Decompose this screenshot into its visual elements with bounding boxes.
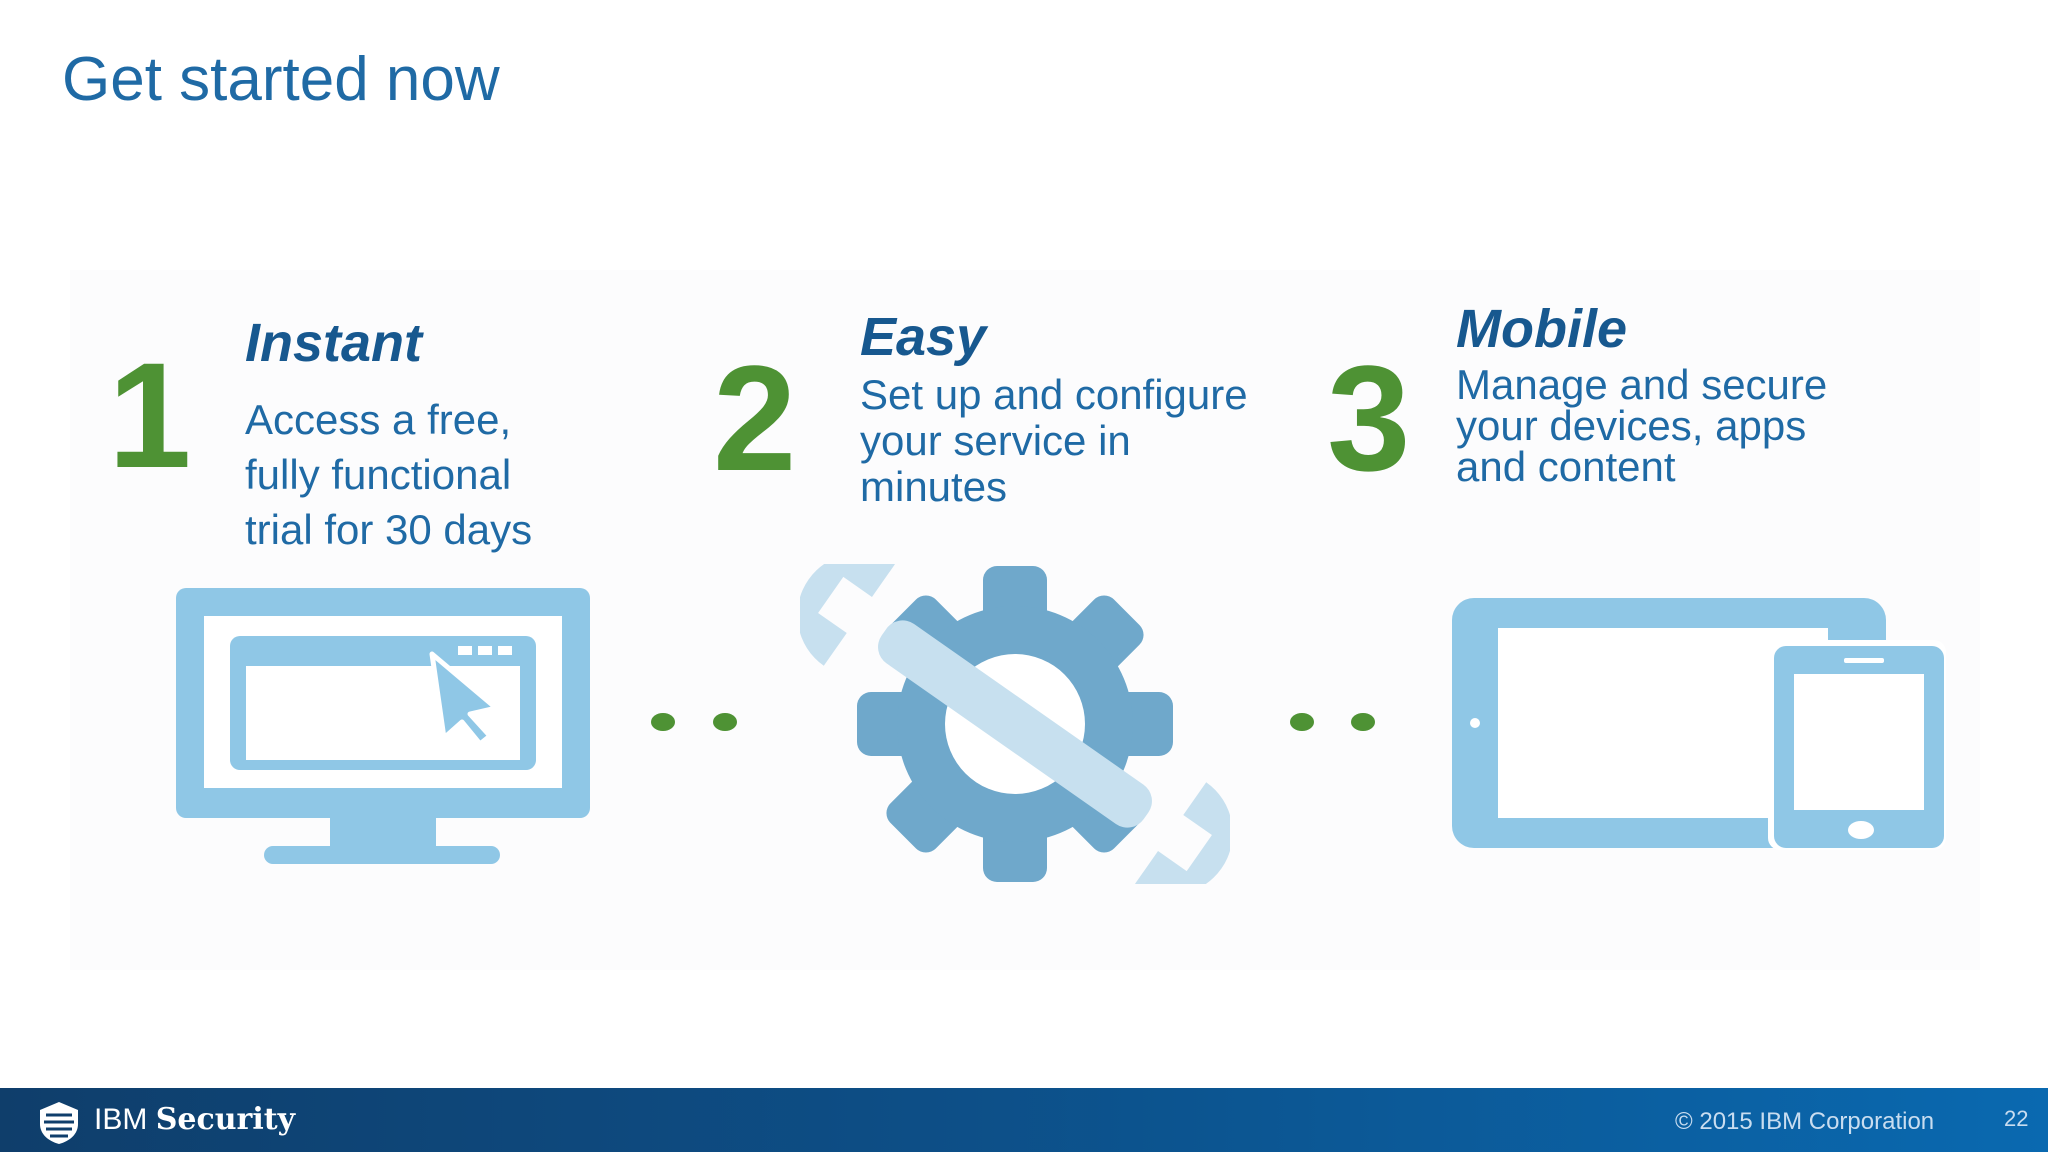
page-number: 22	[2004, 1106, 2029, 1131]
connector-dot	[651, 713, 675, 731]
step-1-number: 1	[108, 331, 192, 499]
connector-dot	[1351, 713, 1375, 731]
footer-bar: IBM Security © 2015 IBM Corporation 22	[0, 1088, 2048, 1152]
desktop-monitor-icon	[176, 588, 590, 864]
step-2-description: Set up and configure your service in min…	[860, 371, 1248, 510]
connector-dot	[1290, 713, 1314, 731]
ibm-security-logo-icon	[40, 1102, 78, 1144]
tablet-phone-icon	[1452, 598, 1946, 850]
brand-security: Security	[155, 1102, 296, 1137]
step-2-number: 2	[713, 334, 797, 502]
brand-ibm: IBM	[94, 1103, 148, 1136]
step-1-description: Access a free, fully functional trial fo…	[245, 396, 533, 553]
footer-copyright: © 2015 IBM Corporation	[1675, 1108, 1935, 1135]
step-2-title: Easy	[860, 307, 987, 367]
connector-dot	[713, 713, 737, 731]
step-1-title: Instant	[245, 313, 423, 373]
step-3-description: Manage and secure your devices, apps and…	[1456, 361, 1828, 490]
step-3-number: 3	[1327, 334, 1411, 502]
step-3-title: Mobile	[1456, 299, 1627, 359]
slide-title: Get started now	[62, 45, 500, 114]
wrench-gear-icon	[800, 564, 1230, 884]
footer-brand: IBM Security	[94, 1102, 295, 1138]
